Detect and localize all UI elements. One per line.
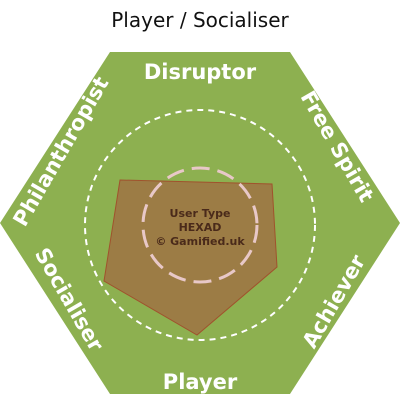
label-player: Player (163, 370, 238, 394)
center-line-hexad: HEXAD (179, 221, 222, 234)
inner-dashed-circle (141, 166, 259, 284)
user-type-polygon (103, 179, 278, 336)
page-title: Player / Socialiser (111, 8, 289, 32)
center-line-user-type: User Type (170, 207, 231, 220)
center-line-copyright: © Gamified.uk (155, 235, 245, 248)
label-disruptor: Disruptor (144, 60, 257, 84)
outer-dashed-circle (84, 109, 316, 341)
